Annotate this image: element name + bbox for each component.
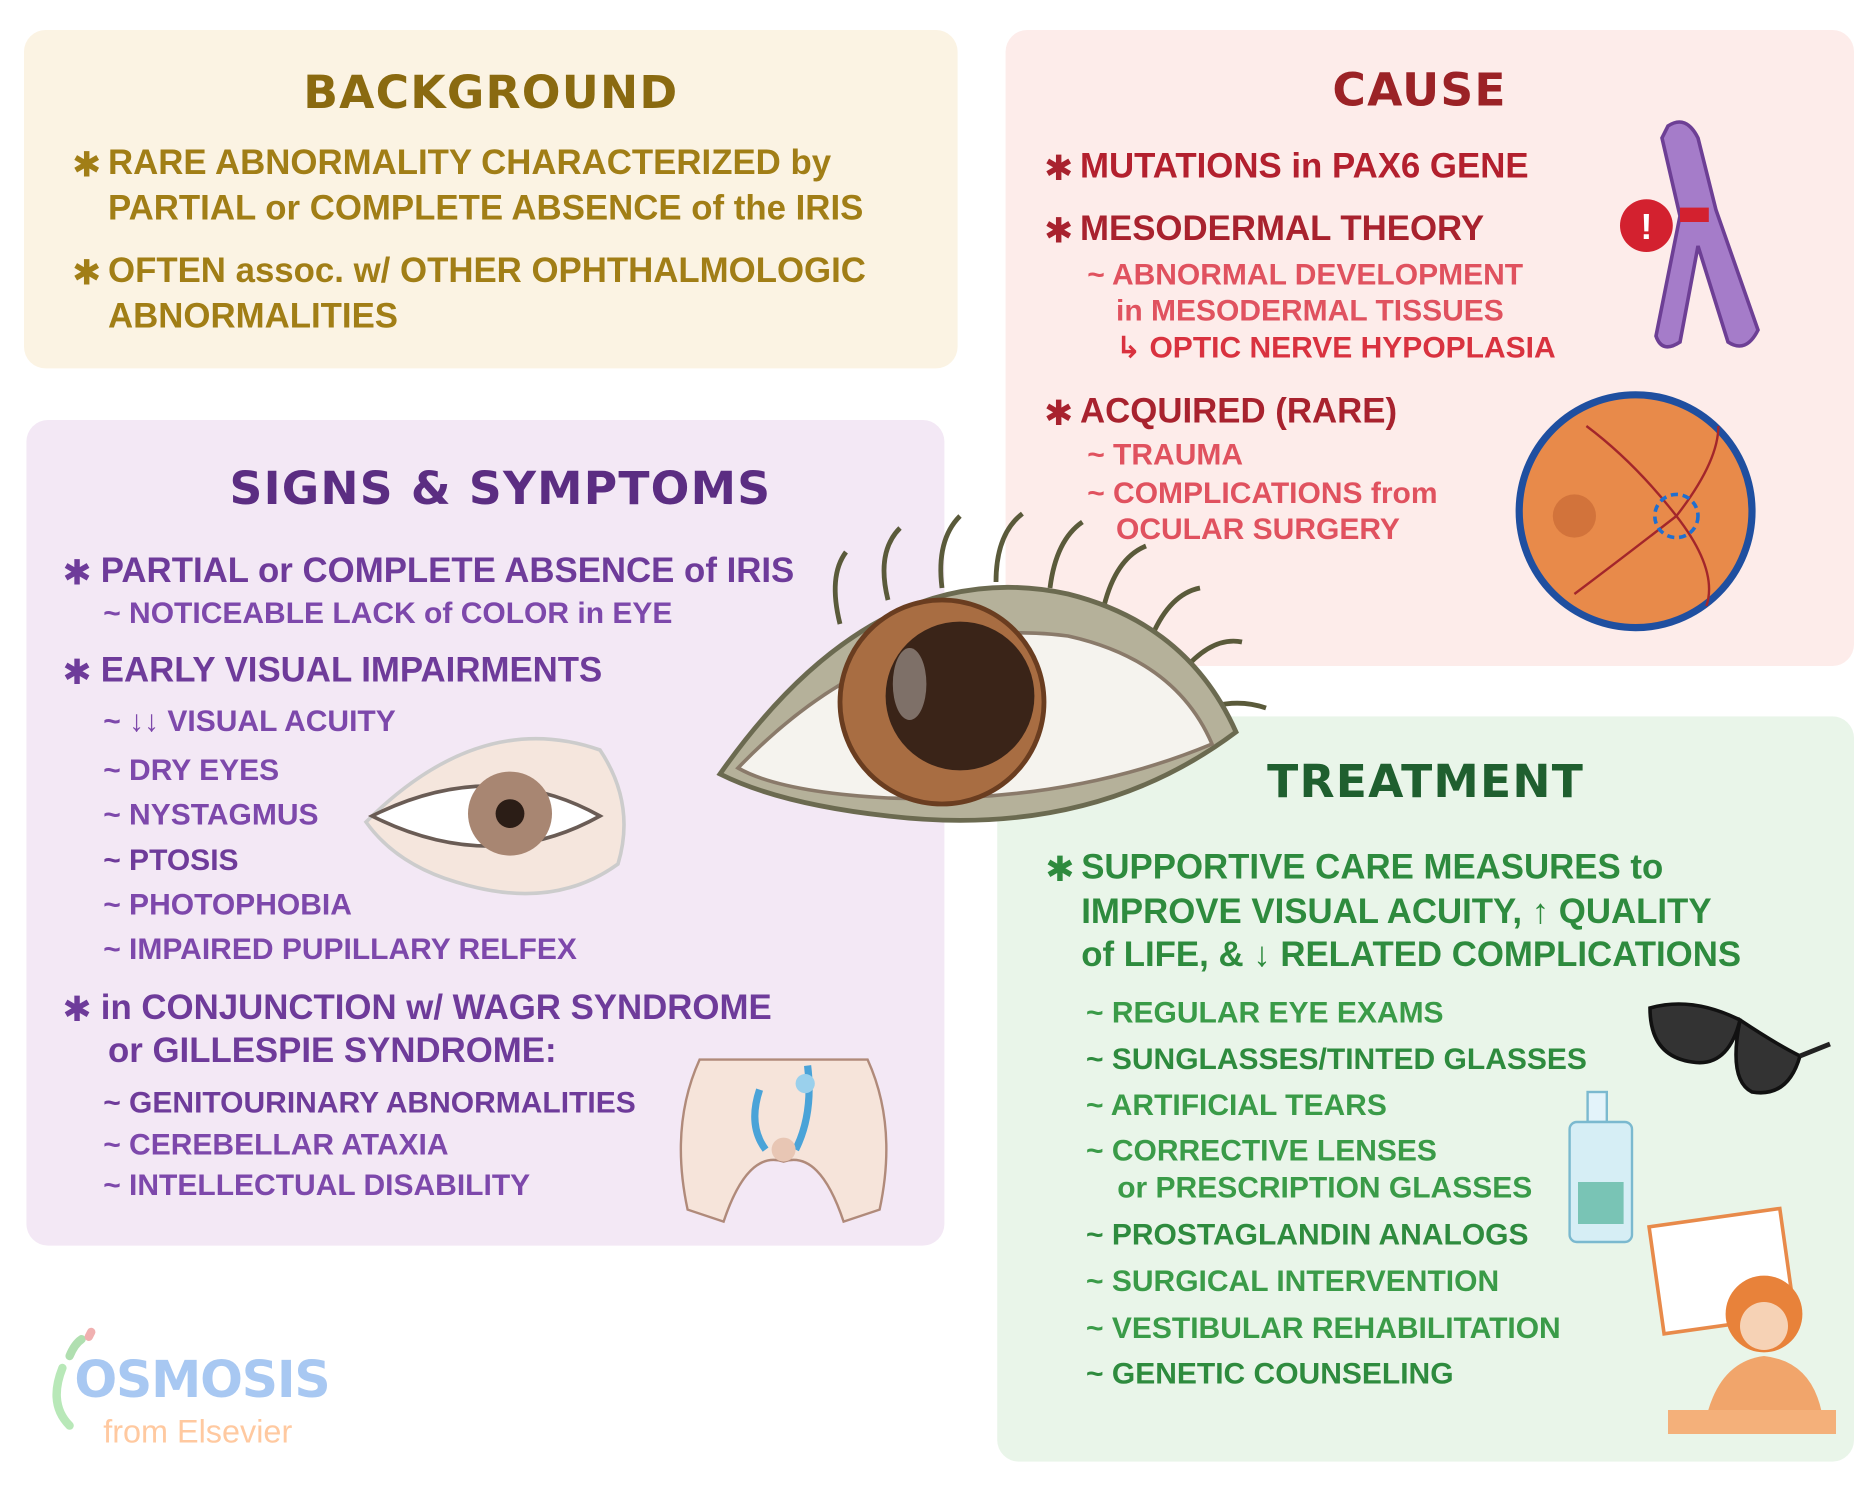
signs-sub: ~ ↓↓ VISUAL ACUITY: [103, 704, 396, 738]
background-item-1-line2: PARTIAL or COMPLETE ABSENCE of the IRIS: [108, 189, 864, 229]
cause-item-2-sub-2: in MESODERMAL TISSUES: [1116, 294, 1504, 328]
signs-item-3-line2: or GILLESPIE SYNDROME:: [108, 1032, 557, 1071]
cause-item-2: MESODERMAL THEORY: [1080, 210, 1485, 249]
treatment-sub: ~ ARTIFICIAL TEARS: [1086, 1088, 1387, 1122]
cause-item-3-sub-2: ~ COMPLICATIONS from: [1087, 476, 1438, 511]
cause-item-3-sub-3: OCULAR SURGERY: [1116, 512, 1400, 546]
signs-sub: ~ DRY EYES: [103, 753, 280, 788]
treatment-sub: or PRESCRIPTION GLASSES: [1117, 1171, 1533, 1205]
treatment-sub: ~ GENETIC COUNSELING: [1086, 1357, 1454, 1391]
bullet-icon: ✱: [62, 991, 92, 1030]
background-title: BACKGROUND: [303, 66, 679, 119]
bullet-icon: ✱: [1045, 850, 1075, 890]
treatment-sub: ~ SUNGLASSES/TINTED GLASSES: [1086, 1042, 1587, 1077]
treatment-sub: ~ VESTIBULAR REHABILITATION: [1086, 1311, 1561, 1346]
bullet-icon: ✱: [72, 254, 102, 293]
retina-illustration: [1515, 391, 1756, 632]
treatment-title: TREATMENT: [1267, 754, 1585, 808]
treatment-item-1-line1: SUPPORTIVE CARE MEASURES to: [1081, 848, 1664, 887]
background-item-2-line1: OFTEN assoc. w/ OTHER OPHTHALMOLOGIC: [108, 252, 866, 291]
signs-item-1: PARTIAL or COMPLETE ABSENCE of IRIS: [100, 552, 795, 591]
logo-sub: from Elsevier: [103, 1413, 293, 1450]
small-eye-illustration: [363, 736, 626, 896]
signs-sub: ~ CEREBELLAR ATAXIA: [103, 1128, 449, 1162]
warning-icon: !: [1640, 206, 1652, 247]
sunglasses-illustration: [1648, 1002, 1831, 1095]
signs-sub: ~ GENITOURINARY ABNORMALITIES: [103, 1086, 636, 1120]
cause-title: CAUSE: [1332, 63, 1507, 117]
signs-item-1-sub: ~ NOTICEABLE LACK of COLOR in EYE: [103, 596, 673, 630]
bullet-icon: ✱: [72, 146, 102, 185]
signs-item-3-line1: in CONJUNCTION w/ WAGR SYNDROME: [100, 988, 772, 1028]
treatment-item-1-line3: of LIFE, & ↓ RELATED COMPLICATIONS: [1081, 936, 1742, 975]
background-panel: BACKGROUND ✱ RARE ABNORMALITY CHARACTERI…: [24, 30, 958, 369]
signs-item-2: EARLY VISUAL IMPAIRMENTS: [100, 651, 603, 690]
bullet-icon: ✱: [1044, 150, 1074, 189]
treatment-sub: ~ CORRECTIVE LENSES: [1086, 1134, 1437, 1168]
treatment-sub: ~ REGULAR EYE EXAMS: [1086, 996, 1444, 1030]
signs-sub: ~ PHOTOPHOBIA: [103, 888, 352, 922]
signs-sub: ~ NYSTAGMUS: [103, 798, 319, 832]
cause-panel: CAUSE ✱ MUTATIONS in PAX6 GENE ✱ MESODER…: [1005, 30, 1855, 667]
bullet-icon: ✱: [1044, 394, 1074, 434]
logo-brand: OSMOSIS: [74, 1350, 330, 1409]
treatment-sub: ~ PROSTAGLANDIN ANALOGS: [1086, 1218, 1529, 1252]
eye-drops-illustration: [1568, 1090, 1634, 1244]
cause-item-3-sub-1: ~ TRAUMA: [1087, 438, 1244, 472]
osmosis-logo: OSMOSIS from Elsevier: [48, 1327, 336, 1452]
cause-item-2-sub-3: ↳ OPTIC NERVE HYPOPLASIA: [1116, 331, 1556, 365]
bullet-icon: ✱: [62, 654, 92, 693]
signs-title: SIGNS & SYMPTOMS: [229, 462, 772, 515]
bullet-icon: ✱: [62, 554, 92, 593]
signs-sub: ~ PTOSIS: [103, 843, 239, 878]
signs-panel: SIGNS & SYMPTOMS ✱ PARTIAL or COMPLETE A…: [26, 420, 945, 1246]
cause-item-3: ACQUIRED (RARE): [1080, 392, 1398, 431]
chromosome-illustration: !: [1620, 120, 1760, 349]
treatment-sub: ~ SURGICAL INTERVENTION: [1086, 1264, 1500, 1299]
bullet-icon: ✱: [1044, 212, 1074, 251]
treatment-item-1-line2: IMPROVE VISUAL ACUITY, ↑ QUALITY: [1081, 892, 1712, 932]
cause-item-2-sub-1: ~ ABNORMAL DEVELOPMENT: [1087, 258, 1524, 292]
logo-arc-icon: [52, 1327, 96, 1430]
signs-sub: ~ INTELLECTUAL DISABILITY: [103, 1168, 531, 1203]
background-item-2-line2: ABNORMALITIES: [108, 297, 399, 336]
optometrist-illustration: [1647, 1206, 1837, 1434]
background-item-1-line1: RARE ABNORMALITY CHARACTERIZED by: [108, 144, 832, 183]
signs-sub: ~ IMPAIRED PUPILLARY RELFEX: [103, 932, 577, 967]
eye-illustration: [716, 511, 1267, 823]
cause-item-1: MUTATIONS in PAX6 GENE: [1080, 147, 1529, 186]
treatment-panel: TREATMENT ✱ SUPPORTIVE CARE MEASURES to …: [997, 716, 1855, 1462]
pelvis-illustration: [679, 1058, 888, 1224]
